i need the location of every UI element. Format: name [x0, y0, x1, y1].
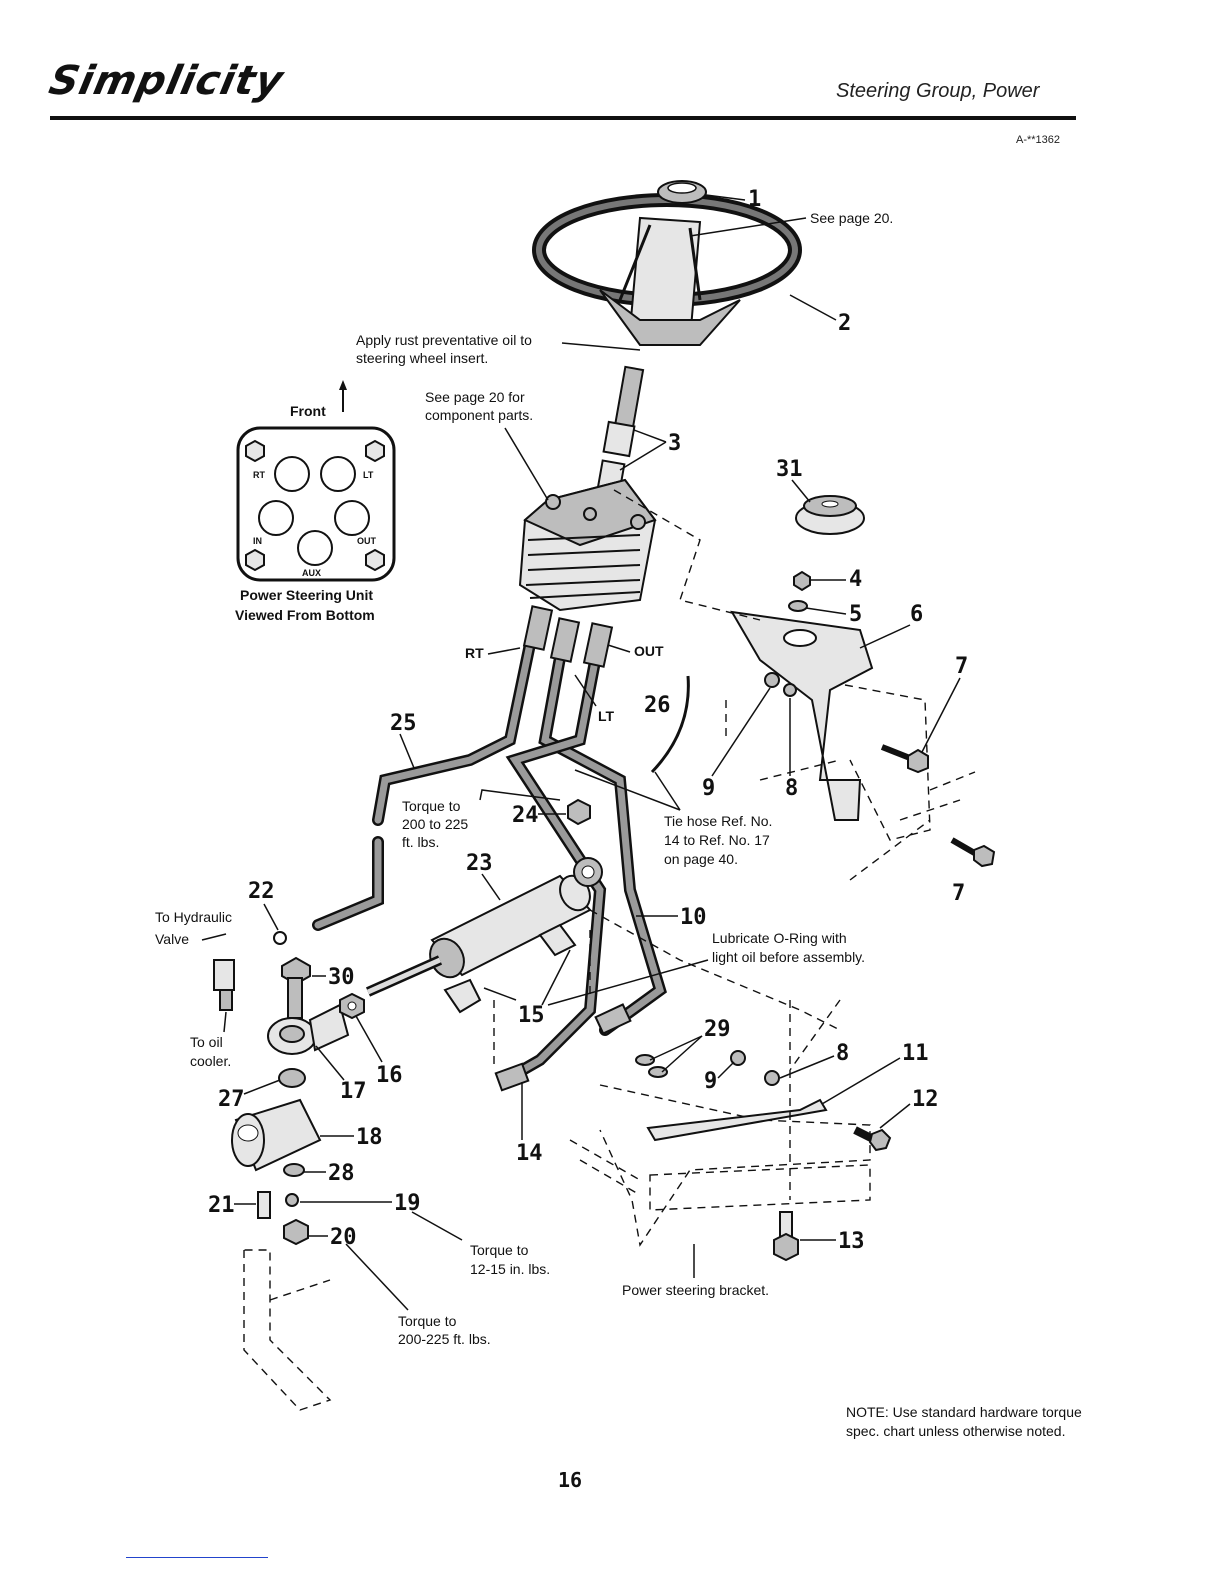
callout-8b: 8	[836, 1041, 849, 1066]
hose-out-label: OUT	[634, 643, 664, 659]
callout-7b: 7	[952, 881, 965, 906]
note-bracket: Power steering bracket.	[622, 1282, 769, 1298]
note-torque-200b-1: Torque to	[398, 1313, 457, 1329]
callout-24: 24	[512, 803, 539, 828]
guide-line-7	[849, 771, 976, 881]
hose-fitting	[494, 1062, 530, 1092]
front-label: Front	[290, 403, 326, 419]
note-see-page-components-2: component parts.	[425, 407, 533, 423]
note-tie-hose-2: 14 to Ref. No. 17	[664, 832, 770, 848]
spindle-outline	[243, 1249, 332, 1411]
note-torque-12-1: Torque to	[470, 1242, 529, 1258]
callout-27: 27	[218, 1087, 245, 1112]
bottom-link-line	[126, 1557, 268, 1558]
note-torque-12-2: 12-15 in. lbs.	[470, 1261, 550, 1277]
guide-line-2	[589, 909, 841, 1031]
callout-2: 2	[838, 311, 851, 336]
callout-18: 18	[356, 1125, 383, 1150]
header-rule	[50, 116, 1076, 120]
note-torque-200-2: 200 to 225	[402, 816, 468, 832]
callout-7a: 7	[955, 654, 968, 679]
note-torque-200-3: ft. lbs.	[402, 834, 439, 850]
ball-joint	[267, 956, 365, 1055]
page-title: Steering Group, Power	[836, 80, 1040, 102]
callout-11: 11	[902, 1041, 929, 1066]
mounting-cushion	[788, 495, 865, 612]
hose-lt-label: LT	[598, 708, 615, 724]
steering-arm-parts	[231, 1068, 322, 1246]
guide-line-6	[725, 700, 841, 781]
note-tie-hose-3: on page 40.	[664, 851, 738, 867]
power-steering-unit	[518, 478, 657, 612]
port-out-label: OUT	[357, 536, 377, 546]
guide-line-5	[789, 999, 841, 1200]
note-to-oil-1: To oil	[190, 1034, 223, 1050]
note-lubricate-1: Lubricate O-Ring with	[712, 930, 847, 946]
hydraulic-cylinder	[365, 857, 603, 997]
callout-12: 12	[912, 1087, 939, 1112]
page-number: 16	[558, 1468, 583, 1492]
port-in-label: IN	[253, 536, 262, 546]
callout-28: 28	[328, 1161, 355, 1186]
callout-30: 30	[328, 965, 355, 990]
nut	[567, 798, 591, 826]
callout-3: 3	[668, 431, 681, 456]
callout-21: 21	[208, 1193, 235, 1218]
steering-wheel	[532, 193, 802, 346]
fittings	[443, 923, 577, 1014]
reference-code: A-**1362	[1016, 134, 1061, 146]
tie-strap	[650, 675, 690, 774]
callout-9b: 9	[704, 1069, 717, 1094]
note-tie-hose-1: Tie hose Ref. No.	[664, 813, 772, 829]
hose-end-fitting	[594, 1003, 632, 1035]
callout-16: 16	[376, 1063, 403, 1088]
callout-25: 25	[390, 711, 417, 736]
callout-31: 31	[776, 457, 803, 482]
note-to-oil-2: cooler.	[190, 1053, 231, 1069]
hose-rt-label: RT	[465, 645, 484, 661]
note-lubricate-2: light oil before assembly.	[712, 949, 865, 965]
note-apply-oil-2: steering wheel insert.	[356, 350, 488, 366]
note-to-hydraulic-2: Valve	[155, 931, 189, 947]
callout-10: 10	[680, 905, 707, 930]
callout-5: 5	[849, 602, 862, 627]
note-see-page-components-1: See page 20 for	[425, 389, 525, 405]
note-see-page-20: See page 20.	[810, 210, 893, 226]
port-aux-label: AUX	[302, 568, 321, 578]
upper-bracket	[730, 610, 996, 868]
note-torque-200b-2: 200-225 ft. lbs.	[398, 1331, 491, 1347]
callout-29: 29	[704, 1017, 731, 1042]
note-to-hydraulic-1: To Hydraulic	[155, 909, 232, 925]
callout-19: 19	[394, 1191, 421, 1216]
hydraulic-hoses	[312, 605, 667, 1086]
callout-15: 15	[518, 1003, 545, 1028]
torque-note: NOTE: Use standard hardware torque spec.…	[846, 1404, 1082, 1439]
callout-23: 23	[466, 851, 493, 876]
port-lt-label: LT	[363, 470, 374, 480]
callout-14: 14	[516, 1141, 543, 1166]
callout-13: 13	[838, 1229, 865, 1254]
callout-4: 4	[849, 567, 862, 592]
callout-26: 26	[644, 693, 671, 718]
callout-numbers: 1 2 3 4 5 6 7 7 8 9 10 11 12 13 14 15 16…	[208, 187, 968, 1254]
note-apply-oil-1: Apply rust preventative oil to	[356, 332, 532, 348]
callout-8a: 8	[785, 776, 798, 801]
callout-1: 1	[748, 187, 761, 212]
guide-line-1	[613, 489, 761, 621]
callout-9a: 9	[702, 776, 715, 801]
callout-22: 22	[248, 879, 275, 904]
lower-bracket	[569, 1050, 892, 1262]
center-cap	[657, 180, 707, 204]
port-rt-label: RT	[253, 470, 265, 480]
callout-20: 20	[330, 1225, 357, 1250]
bottom-view-inset: Front RT LT IN OUT AUX Power Steering Un…	[235, 380, 396, 623]
inset-caption-2: Viewed From Bottom	[235, 607, 375, 623]
valve-fitting	[213, 931, 287, 1011]
callout-6: 6	[910, 602, 923, 627]
callout-17: 17	[340, 1079, 367, 1104]
note-torque-200-1: Torque to	[402, 798, 461, 814]
inset-caption-1: Power Steering Unit	[240, 587, 373, 603]
